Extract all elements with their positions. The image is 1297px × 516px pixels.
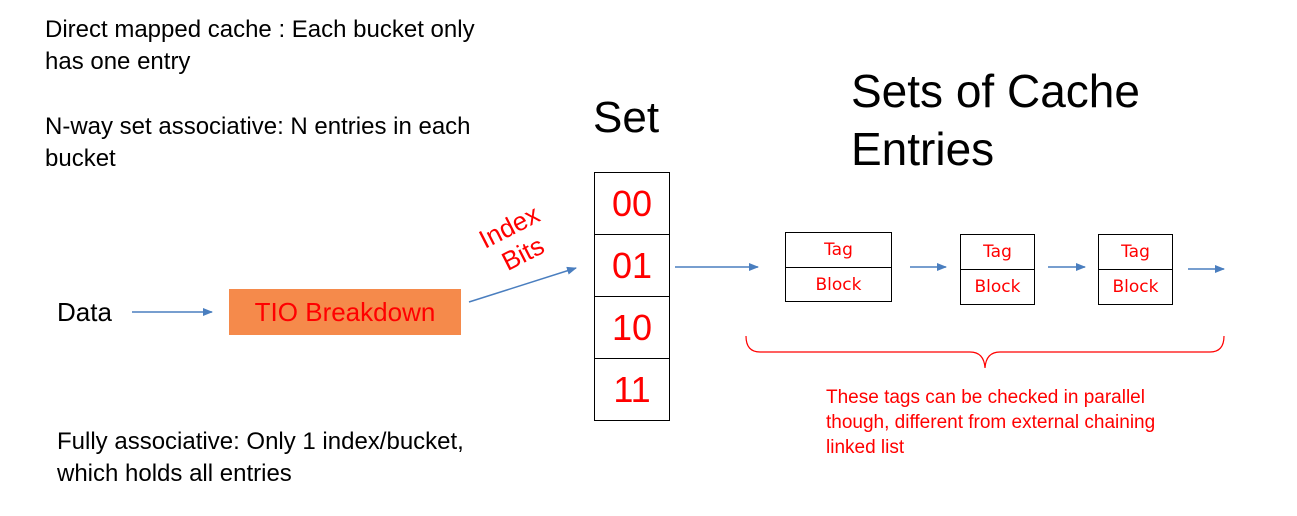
entry-tag: Tag: [983, 242, 1012, 262]
parallel-check-note: These tags can be checked in parallel th…: [826, 387, 1156, 458]
set-table: 00 01 10 11: [594, 172, 670, 421]
cache-entry-3: Tag Block: [1098, 234, 1173, 305]
note-fully-associative: Fully associative: Only 1 index/bucket, …: [57, 428, 464, 487]
cache-entry-1: Tag Block: [785, 232, 892, 302]
set-row: 10: [595, 297, 669, 359]
note-n-way: N-way set associative: N entries in each…: [45, 113, 471, 172]
data-label: Data: [57, 297, 112, 327]
entry-block: Block: [961, 269, 1034, 304]
entry-tag: Tag: [824, 240, 853, 260]
sets-of-cache-entries-title: Sets of Cache Entries: [851, 65, 1140, 175]
curly-brace: [745, 335, 1225, 369]
note-direct-mapped: Direct mapped cache : Each bucket only h…: [45, 16, 475, 75]
entry-block: Block: [1099, 269, 1172, 304]
tio-breakdown-box: TIO Breakdown: [229, 289, 461, 335]
entry-tag: Tag: [1121, 242, 1150, 262]
set-row: 01: [595, 235, 669, 297]
arrow-tio-to-set: [468, 266, 577, 303]
set-row: 11: [595, 359, 669, 421]
set-row: 00: [595, 173, 669, 235]
entry-block: Block: [786, 267, 891, 301]
cache-entry-2: Tag Block: [960, 234, 1035, 305]
set-title: Set: [593, 93, 660, 142]
